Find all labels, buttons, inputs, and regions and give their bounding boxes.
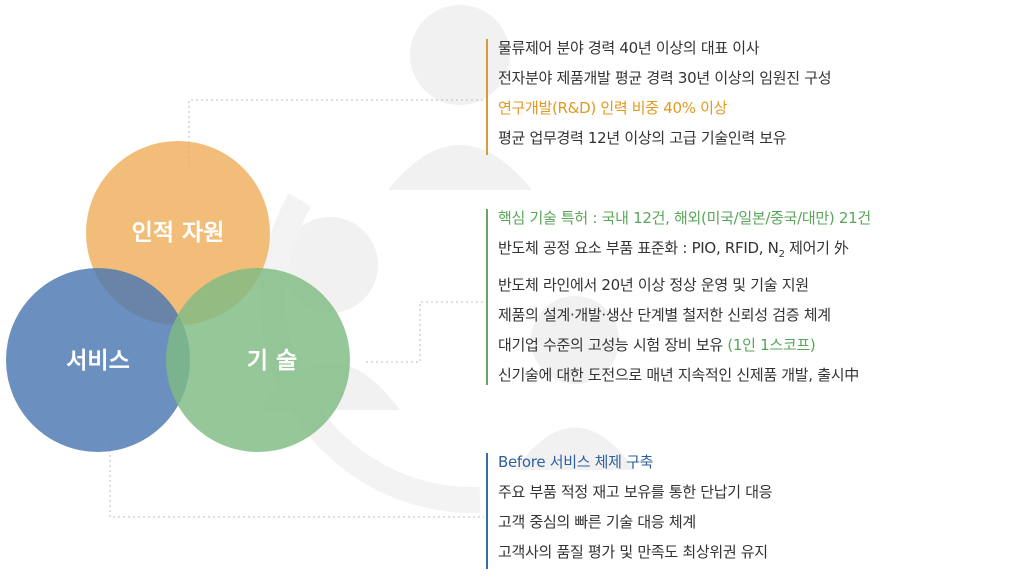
list-item-highlight: (1인 1스코프) [727,336,816,354]
list-item: 신기술에 대한 도전으로 매년 지속적인 신제품 개발, 출시中 [486,360,871,390]
list-item: 평균 업무경력 12년 이상의 고급 기술인력 보유 [486,123,831,153]
list-item: 반도체 공정 요소 부품 표준화 : PIO, RFID, N2 제어기 外 [486,233,871,270]
list-item-text: 연구개발(R&D) 인력 비중 40% 이상 [498,99,728,117]
list-item: 반도체 라인에서 20년 이상 정상 운영 및 기술 지원 [486,270,871,300]
connectors [109,99,484,518]
list-bar [486,453,488,569]
list-item-text: Before 서비스 체제 구축 [498,453,654,471]
list-bar [486,39,488,155]
list-item-text: 고객사의 품질 평가 및 만족도 최상위권 유지 [498,543,768,561]
list-item-text: 신기술에 대한 도전으로 매년 지속적인 신제품 개발, 출시中 [498,366,859,384]
list-item: 핵심 기술 특허 : 국내 12건, 해외(미국/일본/중국/대만) 21건 [486,203,871,233]
list-item: 고객 중심의 빠른 기술 대응 체계 [486,507,772,537]
list-item-text: 핵심 기술 특허 : 국내 12건, 해외(미국/일본/중국/대만) 21건 [498,209,871,227]
list-item: Before 서비스 체제 구축 [486,447,772,477]
list-item-text: 평균 업무경력 12년 이상의 고급 기술인력 보유 [498,129,787,147]
list-item-text: 반도체 라인에서 20년 이상 정상 운영 및 기술 지원 [498,276,809,294]
list-item: 물류제어 분야 경력 40년 이상의 대표 이사 [486,33,831,63]
list-item-text: 주요 부품 적정 재고 보유를 통한 단납기 대응 [498,483,773,501]
person-icon [388,5,532,190]
list-item-text: 제품의 설계·개발·생산 단계별 철저한 신뢰성 검증 체계 [498,306,831,324]
circle-tech [166,268,350,452]
venn-diagram: 인적 자원 서비스 기 술 [6,141,350,452]
list-item: 제품의 설계·개발·생산 단계별 철저한 신뢰성 검증 체계 [486,300,871,330]
circle-label-service: 서비스 [66,348,129,374]
list-item-text: 대기업 수준의 고성능 시험 장비 보유 [498,336,728,354]
list-item-tail: 제어기 外 [784,239,849,257]
list-item-text: 고객 중심의 빠른 기술 대응 체계 [498,513,696,531]
circle-label-people: 인적 자원 [132,220,225,246]
person-icon [515,296,635,470]
list-item: 전자분야 제품개발 평균 경력 30년 이상의 임원진 구성 [486,63,832,93]
list-item-text: 물류제어 분야 경력 40년 이상의 대표 이사 [498,39,760,57]
connector-service [109,445,484,518]
connector-tech [366,301,484,363]
list-item: 고객사의 품질 평가 및 만족도 최상위권 유지 [486,537,772,567]
circle-label-tech: 기 술 [247,348,297,374]
subscript: 2 [778,249,785,260]
list-item-text: 반도체 공정 요소 부품 표준화 : PIO, RFID, N [498,239,779,257]
list-item: 연구개발(R&D) 인력 비중 40% 이상 [486,93,831,123]
list-item: 대기업 수준의 고성능 시험 장비 보유 (1인 1스코프) [486,330,871,360]
list-item: 주요 부품 적정 재고 보유를 통한 단납기 대응 [486,477,773,507]
circle-service [6,268,190,452]
list-item-text: 전자분야 제품개발 평균 경력 30년 이상의 임원진 구성 [498,69,832,87]
list-bar [486,209,488,385]
